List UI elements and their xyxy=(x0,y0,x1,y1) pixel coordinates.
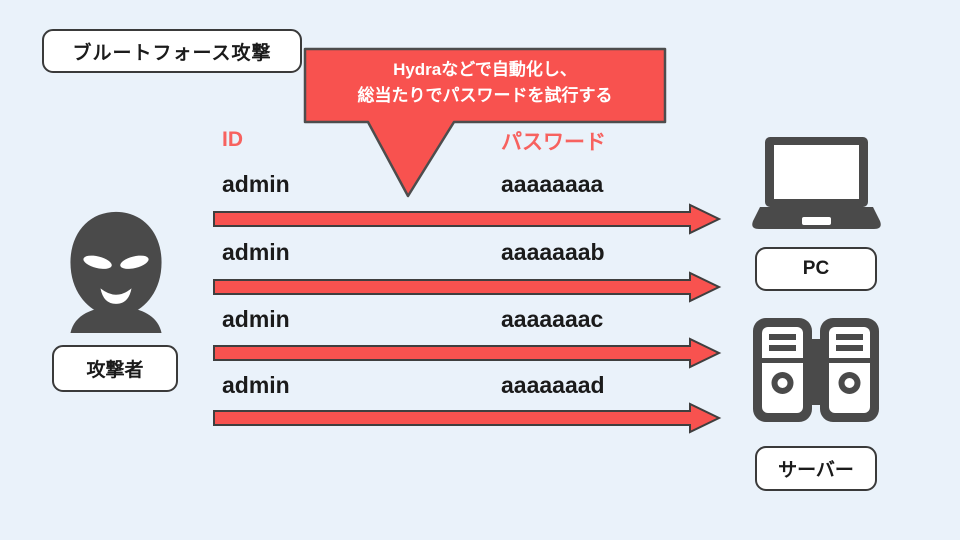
callout-bubble xyxy=(303,47,667,198)
row-id: admin xyxy=(222,306,290,332)
column-header-id: ID xyxy=(222,128,243,151)
attack-arrow-icon xyxy=(213,203,722,235)
row-password: aaaaaaab xyxy=(501,239,605,265)
attack-arrow-icon xyxy=(213,402,722,434)
attack-arrow-icon xyxy=(213,271,722,303)
row-password: aaaaaaaa xyxy=(501,171,604,197)
pc-label-box: PC xyxy=(755,247,877,291)
row-id: admin xyxy=(222,239,290,265)
attacker-label: 攻撃者 xyxy=(86,360,144,381)
balaclava-attacker-icon xyxy=(70,211,162,333)
server-label: サーバー xyxy=(778,460,854,481)
server-label-box: サーバー xyxy=(755,446,877,491)
attacker-label-box: 攻撃者 xyxy=(52,345,178,392)
row-password: aaaaaaac xyxy=(501,306,604,332)
diagram-title-box: ブルートフォース攻撃 xyxy=(42,29,302,73)
row-id: admin xyxy=(222,171,290,197)
column-header-password: パスワード xyxy=(501,131,606,154)
laptop-icon xyxy=(752,137,881,229)
row-id: admin xyxy=(222,372,290,398)
attack-arrow-icon xyxy=(213,337,722,369)
pc-label: PC xyxy=(802,258,830,279)
server-icon xyxy=(753,318,879,422)
row-password: aaaaaaad xyxy=(501,372,605,398)
diagram-title: ブルートフォース攻撃 xyxy=(72,42,272,64)
